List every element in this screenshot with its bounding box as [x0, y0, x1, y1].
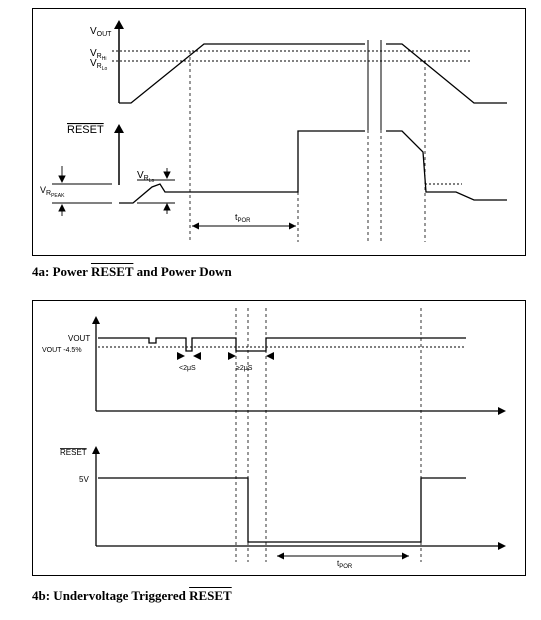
reset-high-label-b: 5V [79, 475, 89, 484]
glitch-dimension-short [177, 352, 201, 360]
caption-a-reset: RESET [90, 264, 134, 279]
glitch-short-label: <2μS [179, 365, 196, 372]
caption-power-reset: 4a: Power RESET and Power Down [32, 264, 232, 280]
vrpeak-dimension [52, 166, 112, 216]
vout-axis-a [114, 20, 124, 103]
tpor-label-b: tPOR [337, 559, 353, 570]
glitch-long-label: ≥2μS [236, 365, 253, 372]
reset-waveform-a-end [386, 130, 507, 201]
vout-threshold-label-b: VOUT -4.5% [42, 347, 82, 354]
vertical-guides-a [189, 51, 426, 242]
vrpeak-label: VRPEAK [40, 185, 65, 199]
caption-a-prefix: 4a: Power [32, 264, 91, 279]
reset-label-b: RESET [60, 448, 87, 457]
vrlo-dimension [137, 168, 175, 214]
vertical-guides-b [235, 308, 422, 562]
vout-waveform-a [119, 43, 365, 104]
vout-waveform-b [98, 337, 466, 352]
vout-label-b: VOUT [68, 334, 90, 343]
vrhi-label: VRHi [90, 48, 106, 62]
reset-waveform-b [98, 477, 466, 543]
vrlo-label: VRLo [90, 58, 108, 72]
caption-b-reset: RESET [189, 588, 232, 603]
vout-axis-b [92, 316, 506, 415]
time-break-marks-a [367, 40, 382, 130]
reset-label-a: RESET [67, 124, 104, 136]
vout-label-a: VOUT [90, 26, 112, 38]
caption-a-suffix: and Power Down [133, 264, 232, 279]
tpor-label-a: tPOR [235, 212, 251, 224]
reset-waveform-a [119, 130, 365, 204]
vout-waveform-a-end [386, 43, 507, 104]
reset-axis-b [92, 446, 506, 550]
vrlo-reset-label: VRLo [137, 170, 155, 184]
caption-b-prefix: 4b: Undervoltage Triggered [32, 588, 190, 603]
reset-axis-a [114, 124, 124, 185]
caption-undervoltage-reset: 4b: Undervoltage Triggered RESET [32, 588, 232, 604]
glitch-dimension-long [228, 352, 274, 360]
diagram-frame-power-reset [32, 8, 526, 256]
diagram-frame-undervoltage-reset [32, 300, 526, 576]
